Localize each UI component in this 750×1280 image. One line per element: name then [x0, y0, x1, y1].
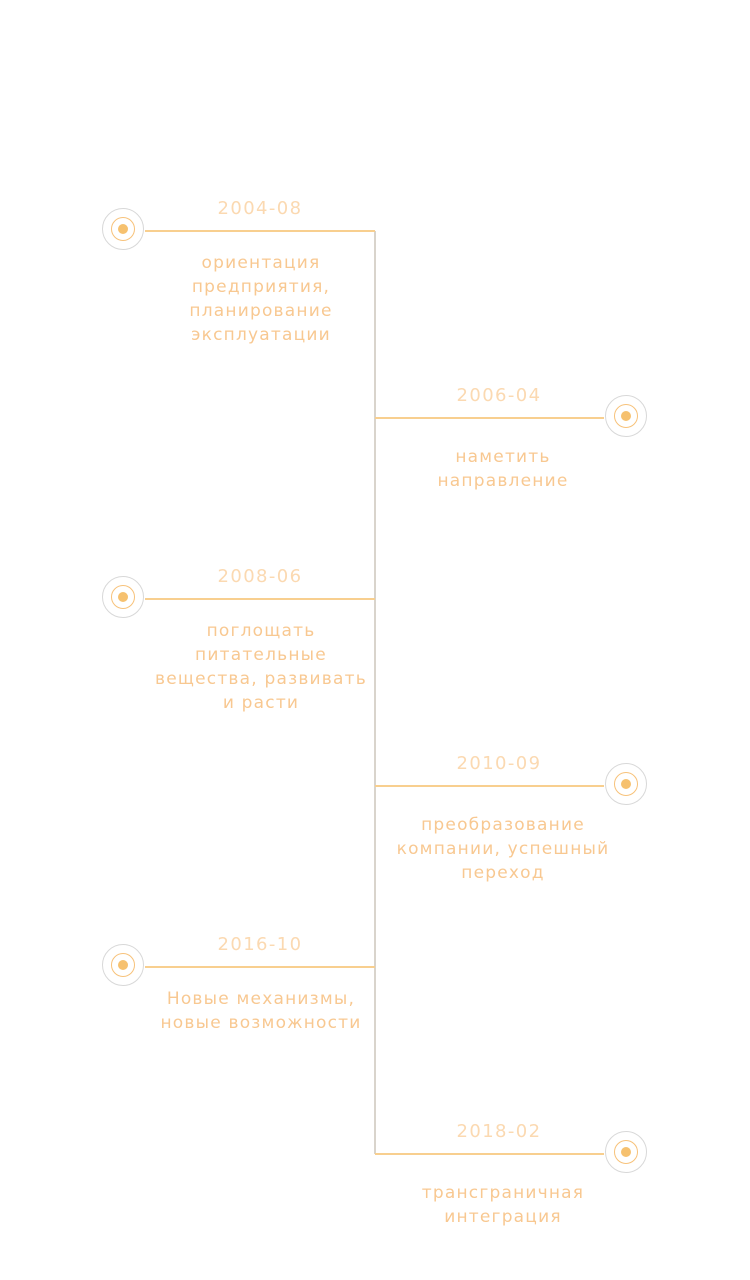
- event-description: Новые механизмы, новые возможности: [160, 989, 362, 1033]
- target-dot-icon: [605, 1131, 647, 1173]
- event-connector: [375, 785, 604, 787]
- target-dot-icon: [102, 576, 144, 618]
- event-description: наметить направление: [437, 447, 569, 491]
- event-connector: [145, 230, 375, 232]
- event-date: 2010-09: [456, 753, 542, 774]
- target-dot-icon: [605, 763, 647, 805]
- event-connector: [145, 598, 375, 600]
- target-dot-icon: [102, 208, 144, 250]
- event-description: поглощать питательные вещества, развиват…: [155, 621, 367, 713]
- event-date: 2004-08: [217, 198, 303, 219]
- event-date: 2016-10: [217, 934, 303, 955]
- event-date: 2006-04: [456, 385, 542, 406]
- target-dot-icon: [102, 944, 144, 986]
- timeline-axis: [374, 231, 376, 1154]
- target-dot-icon: [605, 395, 647, 437]
- event-connector: [145, 966, 375, 968]
- event-date: 2018-02: [456, 1121, 542, 1142]
- event-description: трансграничная интеграция: [421, 1183, 585, 1227]
- event-connector: [375, 1153, 604, 1155]
- event-date: 2008-06: [217, 566, 303, 587]
- event-connector: [375, 417, 604, 419]
- event-description: преобразование компании, успешный перехо…: [396, 815, 610, 883]
- event-description: ориентация предприятия, планирование экс…: [189, 253, 333, 345]
